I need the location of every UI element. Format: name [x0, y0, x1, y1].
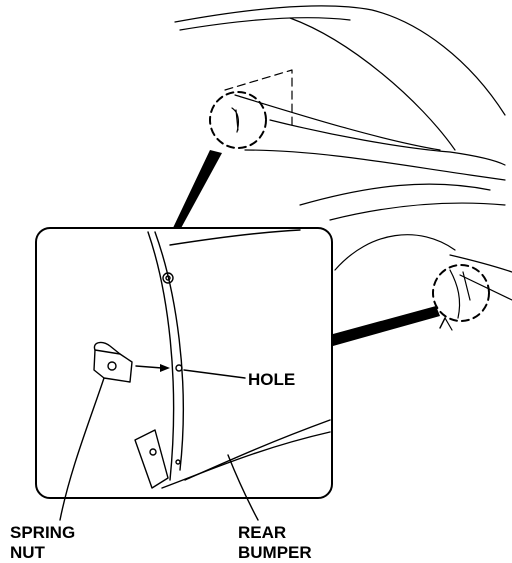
trunk-edge-line	[269, 119, 506, 166]
install-arrow-head	[160, 364, 170, 372]
top-wedge-leader	[172, 150, 222, 230]
spring-nut-tab	[93, 341, 121, 355]
inset-frame	[35, 227, 333, 499]
top-detail-clip-sketch	[231, 107, 239, 133]
label-spring-nut: SPRING NUT	[10, 523, 76, 562]
rear-window-line	[289, 17, 456, 151]
bumper-detail-leader	[439, 317, 446, 329]
rear-bumper-leader	[227, 454, 259, 521]
wheel-arch-outline	[334, 234, 456, 271]
label-hole: HOLE	[248, 370, 296, 389]
top-dashed-leader	[224, 69, 293, 126]
body-side-line-2	[329, 202, 506, 221]
spring-nut-hole	[107, 361, 117, 371]
bumper-panel-upper-edge	[169, 229, 301, 246]
bumper-hole	[175, 364, 183, 372]
bumper-upper-hole	[162, 272, 174, 284]
spring-nut-leader	[59, 377, 105, 521]
bumper-wedge-leader	[333, 306, 440, 346]
bumper-detail-circle	[432, 264, 490, 322]
label-rear-bumper: REAR BUMPER	[238, 523, 312, 562]
body-shoulder-line	[244, 149, 506, 181]
hole-leader	[183, 369, 246, 379]
top-detail-circle	[209, 91, 267, 149]
bumper-lower-line	[449, 254, 512, 273]
bumper-panel-left-edge-2	[154, 231, 184, 471]
car-roof-inner-line	[179, 17, 351, 31]
car-roof-outline	[174, 5, 506, 116]
install-arrow-line	[135, 365, 163, 369]
bumper-panel-lower-edge	[161, 431, 331, 489]
bumper-lower-line-2	[459, 274, 512, 301]
bumper-panel-lower-edge-2	[184, 419, 331, 481]
bumper-upper-hole-inner	[165, 275, 171, 281]
bumper-detail-sketch	[444, 269, 471, 331]
body-side-line-1	[299, 183, 491, 206]
bumper-flange-hole	[149, 448, 157, 456]
bumper-panel-left-edge	[147, 231, 175, 481]
bumper-flange	[134, 429, 169, 489]
bumper-lower-small-hole	[175, 459, 181, 465]
